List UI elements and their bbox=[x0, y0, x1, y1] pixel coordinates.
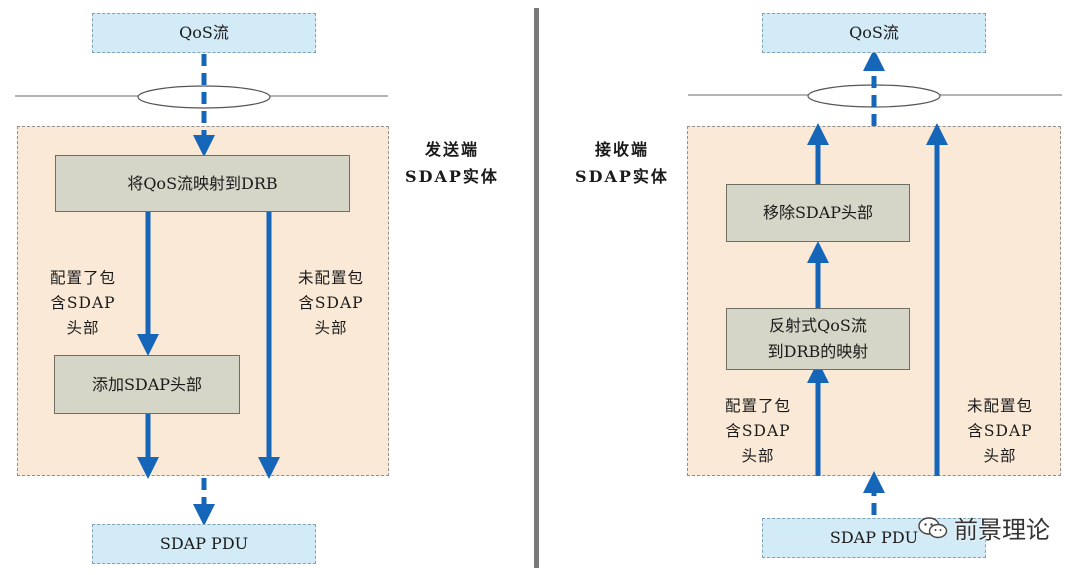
left-sap-ellipse bbox=[137, 85, 271, 109]
left-map-to-drb-box: 将QoS流映射到DRB bbox=[55, 155, 350, 212]
watermark-text: 前景理论 bbox=[954, 516, 1050, 544]
left-sdap-pdu-box: SDAP PDU bbox=[92, 524, 316, 564]
left-qos-flow-box: QoS流 bbox=[92, 13, 316, 53]
center-divider bbox=[534, 8, 539, 568]
right-entity-label: 接收端 SDAP实体 bbox=[575, 140, 669, 186]
right-sdap-pdu-label: SDAP PDU bbox=[829, 528, 919, 547]
right-reflective-mapping-label: 反射式QoS流 到DRB的映射 bbox=[767, 316, 869, 361]
watermark: 前景理论 bbox=[918, 510, 1050, 545]
left-map-to-drb-label: 将QoS流映射到DRB bbox=[127, 173, 278, 193]
right-qos-flow-box: QoS流 bbox=[762, 13, 986, 53]
right-configured-label: 配置了包 含SDAP 头部 bbox=[724, 397, 791, 465]
left-not-configured-label: 未配置包 含SDAP 头部 bbox=[297, 269, 364, 337]
wechat-icon bbox=[918, 516, 948, 539]
right-reflective-mapping-box: 反射式QoS流 到DRB的映射 bbox=[726, 308, 910, 370]
right-remove-header-box: 移除SDAP头部 bbox=[726, 184, 910, 242]
right-sap-ellipse bbox=[807, 84, 941, 108]
left-entity-label: 发送端 SDAP实体 bbox=[405, 140, 499, 186]
left-add-header-label: 添加SDAP头部 bbox=[91, 374, 203, 394]
right-remove-header-label: 移除SDAP头部 bbox=[762, 203, 874, 222]
right-sdap-pdu-box: SDAP PDU bbox=[762, 518, 986, 558]
left-configured-label: 配置了包 含SDAP 头部 bbox=[49, 269, 116, 337]
left-add-header-box: 添加SDAP头部 bbox=[54, 355, 240, 414]
left-sdap-pdu-label: SDAP PDU bbox=[159, 534, 249, 553]
right-qos-flow-label: QoS流 bbox=[849, 23, 899, 42]
left-qos-flow-label: QoS流 bbox=[179, 23, 229, 42]
right-not-configured-label: 未配置包 含SDAP 头部 bbox=[966, 397, 1033, 465]
